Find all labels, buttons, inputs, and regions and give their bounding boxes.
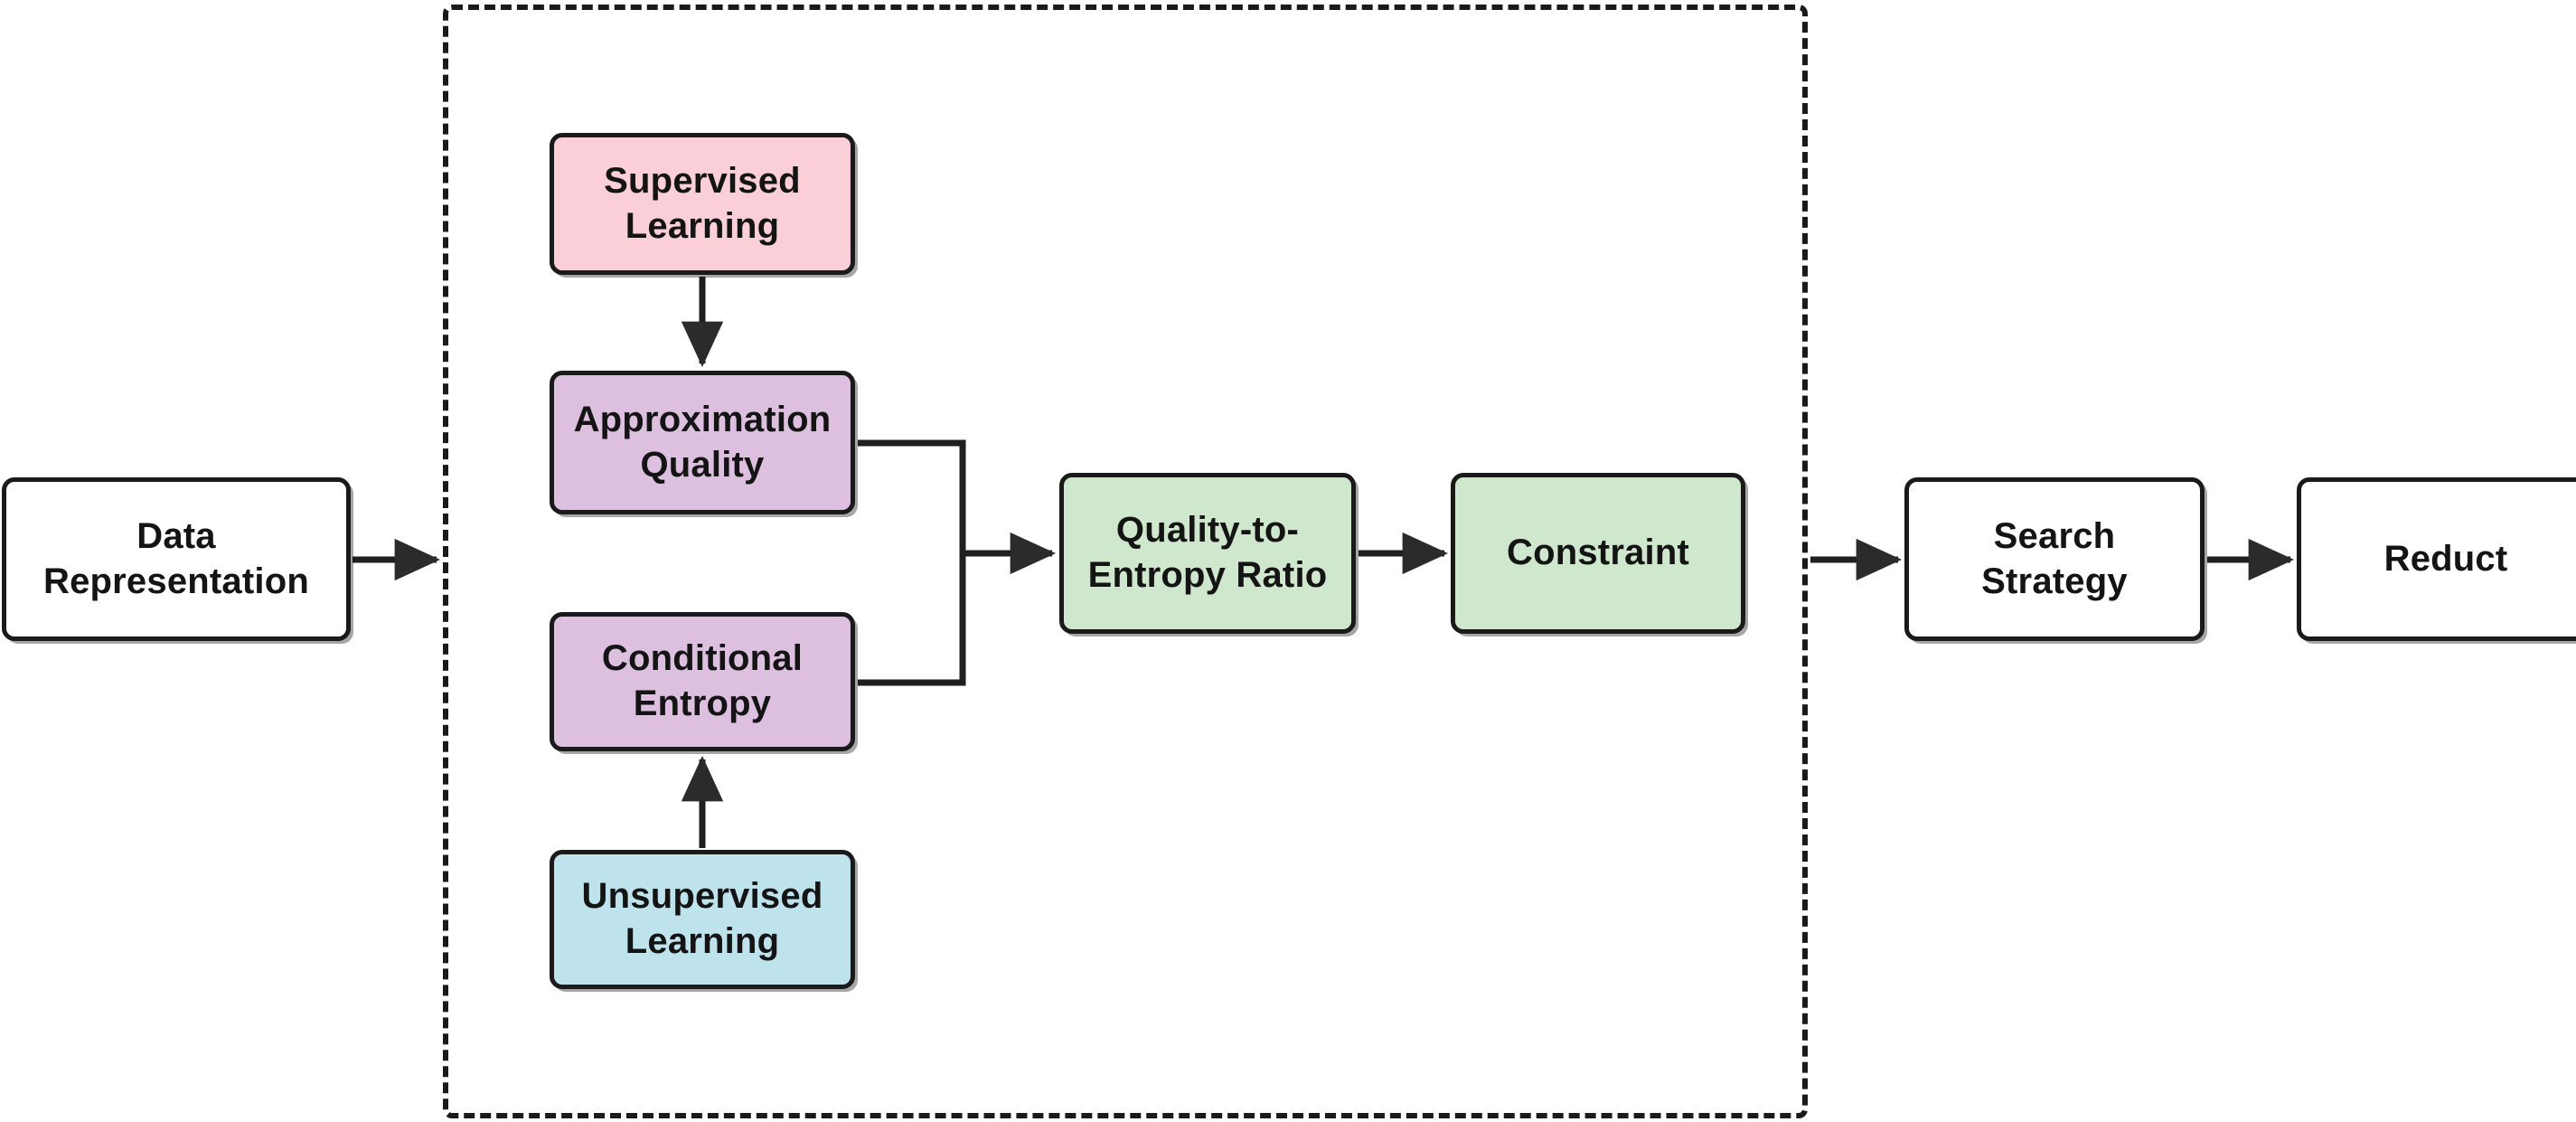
node-reduct[interactable]: Reduct [2297,477,2576,641]
node-label-quality-to-entropy-ratio: Quality-to- Entropy Ratio [1087,510,1328,595]
node-quality-to-entropy-ratio[interactable]: Quality-to- Entropy Ratio [1059,473,1356,634]
node-label-supervised-learning: Supervised Learning [604,160,801,246]
node-label-search-strategy: Search Strategy [1981,515,2128,601]
group-frame [443,5,1808,1118]
node-conditional-entropy[interactable]: Conditional Entropy [550,612,855,751]
node-label-reduct: Reduct [2383,538,2508,579]
node-unsupervised-learning[interactable]: Unsupervised Learning [550,850,855,989]
node-approximation-quality[interactable]: Approximation Quality [550,371,855,514]
node-supervised-learning[interactable]: Supervised Learning [550,133,855,275]
node-data-representation[interactable]: Data Representation [2,477,351,641]
node-search-strategy[interactable]: Search Strategy [1904,477,2205,641]
node-constraint[interactable]: Constraint [1451,473,1745,634]
node-label-constraint: Constraint [1507,533,1689,573]
node-label-unsupervised-learning: Unsupervised Learning [581,876,823,961]
node-label-conditional-entropy: Conditional Entropy [601,638,804,723]
node-label-approximation-quality: Approximation Quality [573,399,832,485]
node-label-data-representation: Data Representation [43,515,309,601]
